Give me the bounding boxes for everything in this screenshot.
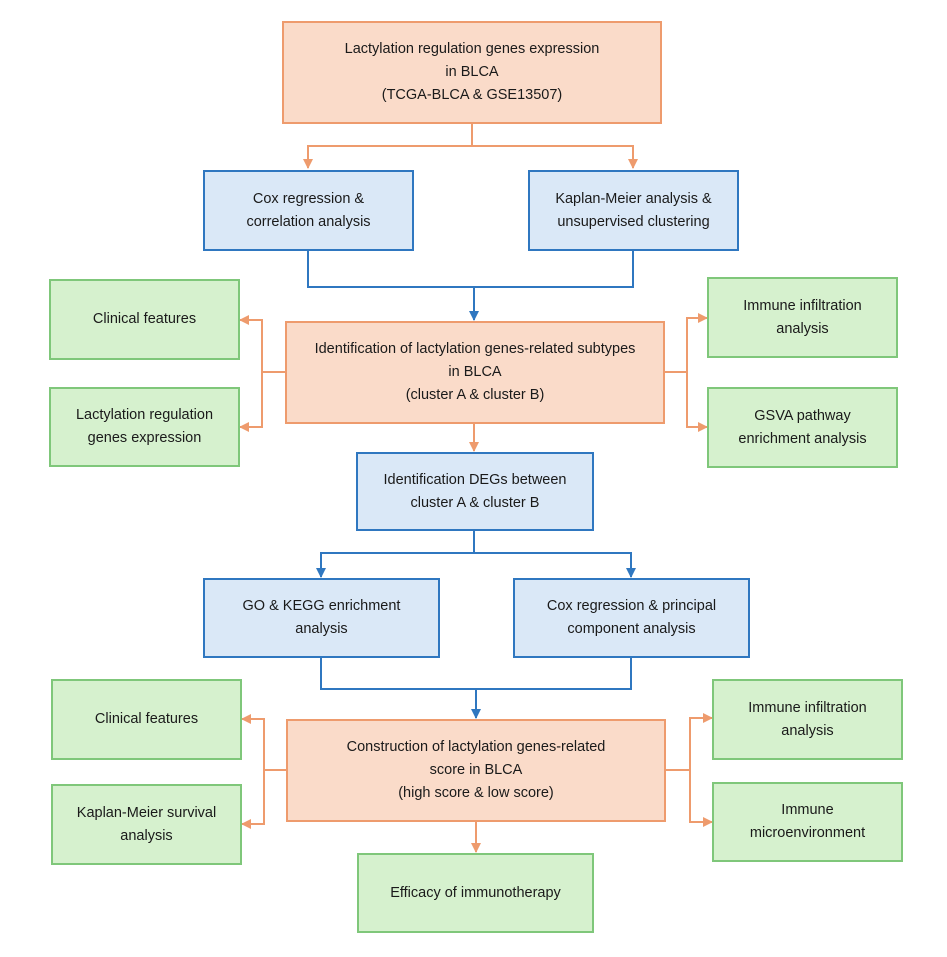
immunotherapy-label: Efficacy of immunotherapy <box>390 884 561 901</box>
degs-label: Identification DEGs between cluster A & … <box>383 471 567 511</box>
immune-infiltration-label-1: Immune infiltration analysis <box>743 297 862 337</box>
immunotherapy-box: Efficacy of immunotherapy <box>357 853 594 933</box>
km-survival-box: Kaplan-Meier survival analysis <box>51 784 242 865</box>
degs-box: Identification DEGs between cluster A & … <box>356 452 594 531</box>
connector-score-to-km-survival <box>241 770 265 829</box>
score-box: Construction of lactylation genes-relate… <box>286 719 666 822</box>
connector-subtypes-to-regulation <box>239 372 263 432</box>
clinical-features-box-2: Clinical features <box>51 679 242 760</box>
connector-score-to-clinical-2 <box>241 714 286 771</box>
connector-degs-to-cox-pca <box>474 552 636 578</box>
immune-infiltration-box-2: Immune infiltration analysis <box>712 679 903 760</box>
connector-degs-to-go-kegg <box>316 531 475 578</box>
gsva-box: GSVA pathway enrichment analysis <box>707 387 898 468</box>
km-clustering-label: Kaplan-Meier analysis & unsupervised clu… <box>555 190 712 230</box>
immune-infiltration-box-1: Immune infiltration analysis <box>707 277 898 358</box>
connector-subtypes-to-clinical-1 <box>239 315 285 373</box>
regulation-expression-label: Lactylation regulation genes expression <box>75 407 214 446</box>
cox-correlation-box: Cox regression & correlation analysis <box>203 170 414 251</box>
score-label: Construction of lactylation genes-relate… <box>346 739 606 801</box>
gsva-label: GSVA pathway enrichment analysis <box>738 407 867 447</box>
km-clustering-box: Kaplan-Meier analysis & unsupervised clu… <box>528 170 739 251</box>
immune-infiltration-label-2: Immune infiltration analysis <box>748 699 867 739</box>
connector-subtypes-to-immune-1 <box>664 313 708 373</box>
clinical-features-box-1: Clinical features <box>49 279 240 360</box>
cox-pca-label: Cox regression & principal component ana… <box>546 598 717 637</box>
source-data-label: Lactylation regulation genes expression … <box>344 41 600 103</box>
clinical-features-label-2: Clinical features <box>94 711 199 727</box>
cox-correlation-label: Cox regression & correlation analysis <box>246 190 371 230</box>
clinical-features-label-1: Clinical features <box>92 311 197 327</box>
go-kegg-label: GO & KEGG enrichment analysis <box>242 598 401 637</box>
km-survival-label: Kaplan-Meier survival analysis <box>76 804 217 844</box>
microenvironment-label: Immune microenvironment <box>749 802 866 841</box>
connector-source-to-cox-correlation <box>303 123 473 169</box>
connector-score-to-immune-2 <box>665 713 713 771</box>
source-data-box: Lactylation regulation genes expression … <box>282 21 662 124</box>
subtypes-box: Identification of lactylation genes-rela… <box>285 321 665 424</box>
subtypes-label: Identification of lactylation genes-rela… <box>314 341 636 403</box>
connector-subtypes-to-gsva <box>686 372 708 432</box>
connector-go-pca-to-score <box>320 658 632 690</box>
regulation-expression-box: Lactylation regulation genes expression <box>49 387 240 467</box>
cox-pca-box: Cox regression & principal component ana… <box>513 578 750 658</box>
connector-source-to-km-clustering <box>472 145 638 169</box>
go-kegg-box: GO & KEGG enrichment analysis <box>203 578 440 658</box>
connector-cox-km-to-subtypes <box>307 251 634 288</box>
microenvironment-box: Immune microenvironment <box>712 782 903 862</box>
connector-score-to-microenvironment <box>689 770 713 827</box>
